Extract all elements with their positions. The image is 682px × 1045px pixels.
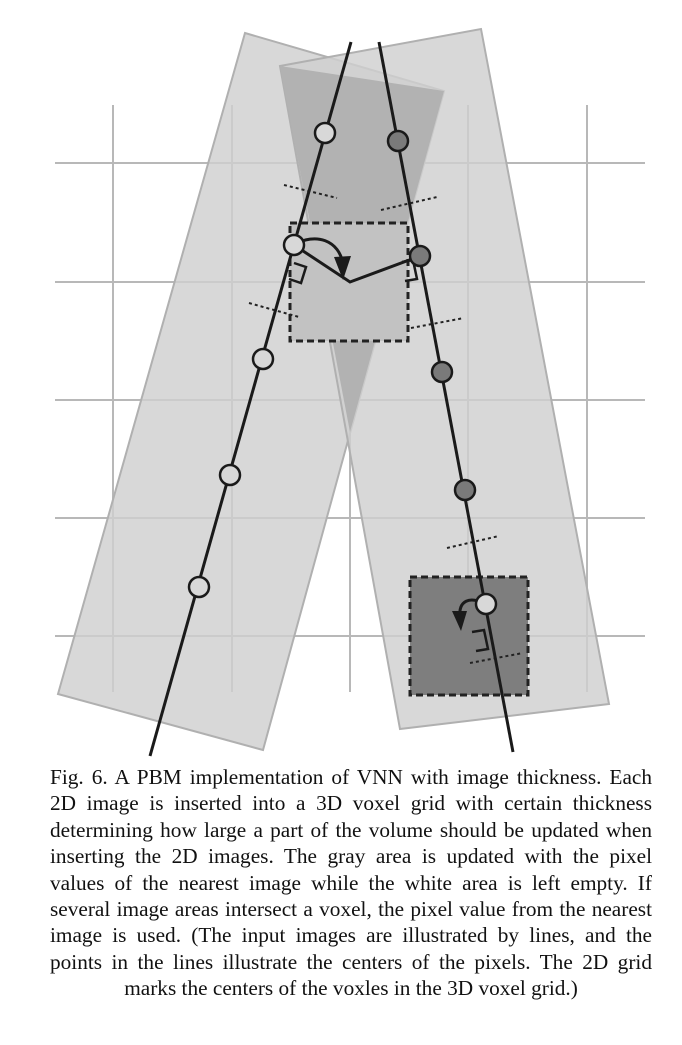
vnn-diagram [55, 27, 645, 757]
voxel-box-bottom [408, 575, 530, 697]
right-angle-marker [401, 258, 419, 283]
right-angle-marker [288, 261, 308, 285]
right-image-pixel-centers [386, 129, 498, 616]
pixel-center-point [187, 575, 211, 599]
left-image-pixel-centers [187, 121, 337, 599]
slab-boundary-tick [410, 317, 465, 329]
right-angle-marker [471, 628, 490, 653]
right-input-image-line [377, 41, 515, 753]
pixel-center-point [408, 244, 432, 268]
arrowhead-icon [452, 611, 467, 631]
left-input-image-line [148, 41, 353, 757]
pixel-center-point [251, 347, 275, 371]
pixel-center-point [313, 121, 337, 145]
pixel-center-point [474, 592, 498, 616]
pixel-center-point [430, 360, 454, 384]
nearest-distance-line [293, 243, 421, 284]
pixel-center-point [386, 129, 410, 153]
arrowhead-icon [334, 256, 351, 280]
pixel-center-point [282, 233, 306, 257]
pixel-center-point [218, 463, 242, 487]
figure-caption: Fig. 6. A PBM implementation of VNN with… [50, 765, 652, 1001]
pixel-center-point [453, 478, 477, 502]
